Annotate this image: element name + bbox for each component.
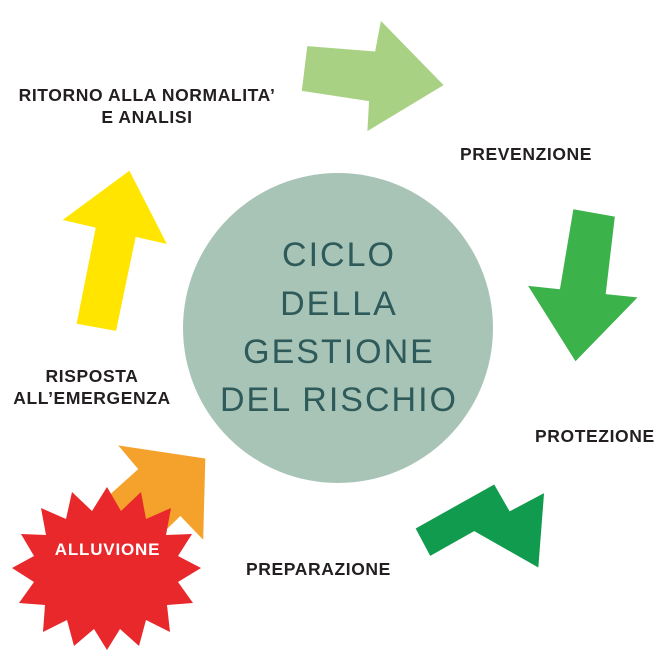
arrow-bottom-left bbox=[415, 484, 545, 568]
arrow-left-up-yellow bbox=[62, 170, 167, 331]
stage-label-protezione: PROTEZIONE bbox=[535, 426, 655, 446]
center-circle bbox=[183, 173, 493, 483]
arrow-right-down bbox=[528, 209, 638, 362]
stage-label-risposta: RISPOSTA ALL’EMERGENZA bbox=[13, 366, 171, 409]
alluvione-label: ALLUVIONE bbox=[54, 540, 161, 559]
stage-label-ritorno: RITORNO ALLA NORMALITA’ E ANALISI bbox=[18, 85, 276, 128]
alluvione-starburst bbox=[12, 487, 201, 650]
arrow-top-right bbox=[301, 20, 444, 132]
stage-label-prevenzione: PREVENZIONE bbox=[460, 144, 593, 164]
stage-label-preparazione: PREPARAZIONE bbox=[246, 559, 391, 579]
